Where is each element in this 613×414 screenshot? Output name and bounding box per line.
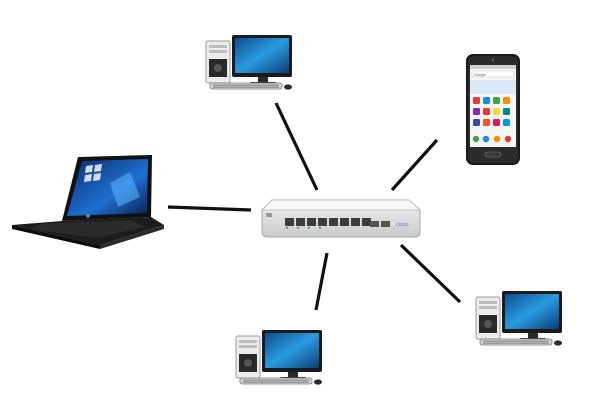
links — [167, 102, 462, 311]
phone-search-text: Google — [474, 73, 486, 77]
desktop-computer-bottom-right — [475, 290, 563, 347]
link-desktop-bottom-center — [314, 252, 329, 311]
desktop-computer-bottom-center — [235, 329, 323, 386]
link-laptop — [167, 205, 252, 212]
smartphone: Google — [466, 54, 520, 165]
switch-ports — [285, 218, 371, 226]
phone-app-icons — [472, 97, 512, 143]
link-desktop-bottom-right — [399, 243, 462, 304]
network-switch: cisco — [261, 199, 422, 238]
switch-brand-label: cisco — [396, 222, 409, 228]
laptop — [12, 155, 164, 249]
link-desktop-top — [274, 102, 319, 191]
desktop-computer-top — [205, 34, 293, 91]
link-smartphone — [390, 138, 439, 192]
